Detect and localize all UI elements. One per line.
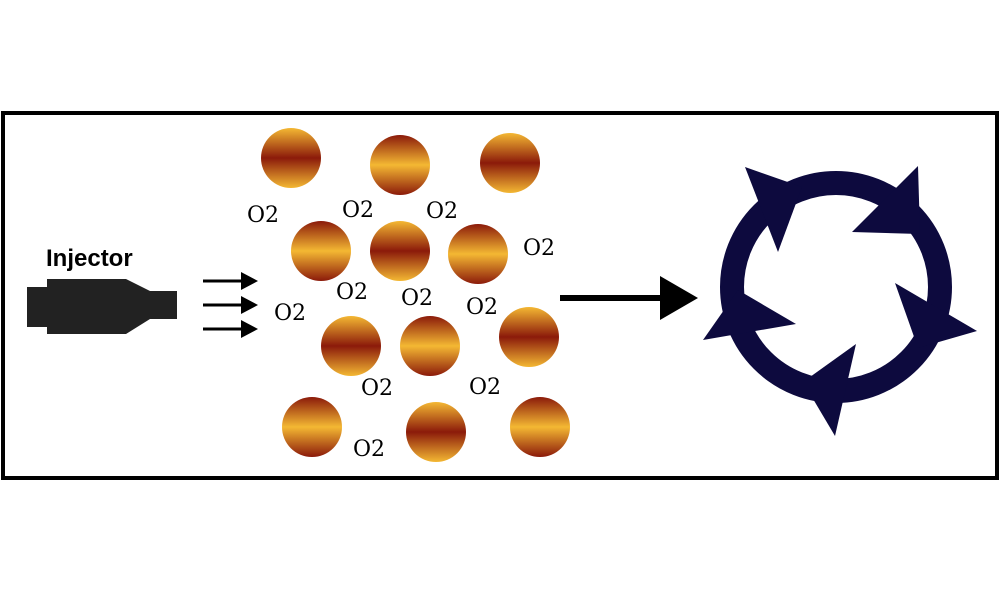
oxygen-label: O2 xyxy=(247,203,279,228)
process-arrow xyxy=(560,276,698,320)
oxygen-label: O2 xyxy=(466,295,498,320)
fuel-droplet xyxy=(321,316,381,376)
fuel-droplet xyxy=(370,135,430,195)
oxygen-label: O2 xyxy=(361,376,393,401)
oxygen-label: O2 xyxy=(342,198,374,223)
oxygen-label: O2 xyxy=(469,375,501,400)
fuel-droplets xyxy=(261,128,570,462)
fuel-droplet xyxy=(480,133,540,193)
fuel-droplet xyxy=(499,307,559,367)
oxygen-labels: O2 O2 O2 O2 O2 O2 O2 O2 O2 O2 O2 xyxy=(247,198,555,462)
oxygen-label: O2 xyxy=(336,280,368,305)
oxygen-label: O2 xyxy=(353,437,385,462)
oxygen-label: O2 xyxy=(274,301,306,326)
fuel-droplet xyxy=(291,221,351,281)
fuel-droplet xyxy=(448,224,508,284)
injector-icon xyxy=(27,279,177,334)
flow-arrow xyxy=(203,272,258,290)
oxygen-label: O2 xyxy=(401,286,433,311)
injector-label: Injector xyxy=(46,245,133,272)
fuel-droplet xyxy=(282,397,342,457)
oxygen-label: O2 xyxy=(426,199,458,224)
flow-arrow xyxy=(203,296,258,314)
fuel-droplet xyxy=(406,402,466,462)
fuel-droplet xyxy=(370,221,430,281)
oxygen-label: O2 xyxy=(523,236,555,261)
cycle-icon xyxy=(703,166,977,436)
fuel-droplet xyxy=(510,397,570,457)
fuel-droplet xyxy=(261,128,321,188)
flow-arrow xyxy=(203,320,258,338)
fuel-droplet xyxy=(400,316,460,376)
injection-flow-arrows xyxy=(203,272,258,338)
